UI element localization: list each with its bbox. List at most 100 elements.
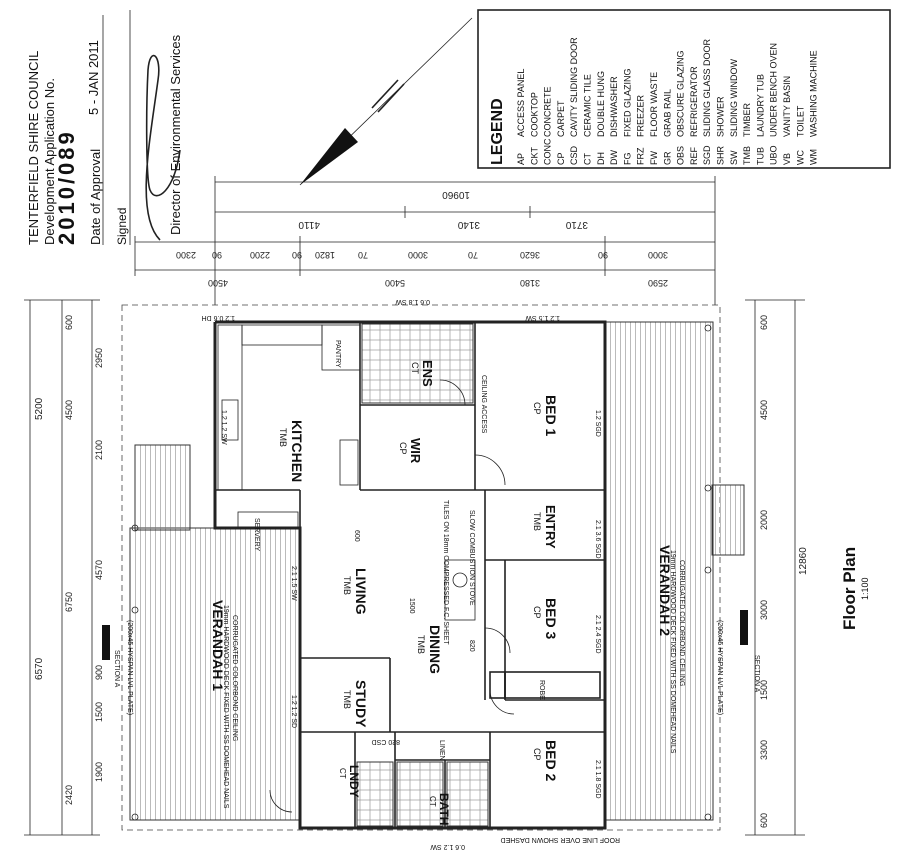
section-a-left: SECTION A bbox=[113, 650, 120, 688]
dim-left-9: 6750 bbox=[64, 592, 74, 612]
dim-left-12: 1500 bbox=[94, 702, 104, 722]
top-dimensions: 10960 4110 3140 3710 2300 90 2200 90 182… bbox=[134, 176, 716, 305]
legend-description: CERAMIC TILE bbox=[583, 74, 593, 137]
dim-r2-10: 3000 bbox=[648, 250, 668, 260]
room-bed-3: BED 3 bbox=[543, 598, 559, 639]
dim-left-8: 4570 bbox=[94, 560, 104, 580]
legend-description: SLIDING WINDOW bbox=[729, 58, 739, 137]
legend-code: CONC bbox=[543, 138, 553, 165]
room-ens: ENS bbox=[420, 360, 435, 387]
application-number: 2010/089 bbox=[54, 129, 79, 245]
legend-code: CP bbox=[556, 152, 566, 165]
robe-label: ROBE bbox=[538, 680, 545, 700]
svg-text:CP: CP bbox=[532, 402, 542, 415]
svg-text:2.1 1.5 SW: 2.1 1.5 SW bbox=[290, 566, 297, 601]
svg-text:CT: CT bbox=[338, 768, 347, 779]
verandah-2-ceiling-note: CORRUGATED COLORBOND CEILING bbox=[678, 560, 685, 686]
dim-left-11: 900 bbox=[94, 665, 104, 680]
svg-text:2.1 1.8 SGD: 2.1 1.8 SGD bbox=[594, 760, 601, 799]
svg-text:TMB: TMB bbox=[342, 690, 352, 709]
laundry-floor bbox=[356, 761, 394, 827]
legend-code: TUB bbox=[755, 147, 765, 165]
dim-right-1: 4500 bbox=[759, 400, 769, 420]
legend-description: CONCRETE bbox=[543, 86, 553, 137]
dim-right-4: 3000 bbox=[759, 600, 769, 620]
verandah-1 bbox=[129, 527, 301, 821]
kitchen-benches bbox=[217, 324, 361, 529]
room-bath: BATH bbox=[437, 793, 451, 825]
legend-code: CT bbox=[583, 153, 593, 165]
plan-scale: 1:100 bbox=[860, 577, 870, 600]
svg-text:820 CSD: 820 CSD bbox=[372, 738, 400, 745]
legend-code: WM bbox=[809, 149, 819, 165]
legend-box bbox=[477, 9, 891, 169]
legend-description: CARPET bbox=[556, 100, 566, 137]
legend-code: SGD bbox=[702, 145, 712, 165]
dim-r2-6: 3000 bbox=[408, 250, 428, 260]
room-wir: WIR bbox=[408, 438, 423, 464]
svg-text:2.1 3.6 SGD: 2.1 3.6 SGD bbox=[594, 520, 601, 559]
council-name: TENTERFIELD SHIRE COUNCIL bbox=[26, 51, 41, 245]
dim-r2-4: 1820 bbox=[315, 250, 335, 260]
dim-left-total: 6570 bbox=[34, 657, 45, 680]
legend-code: VB bbox=[782, 153, 792, 165]
dim-r3-3: 2590 bbox=[648, 278, 668, 288]
legend-code: OBS bbox=[676, 146, 686, 165]
legend-description: SHOWER bbox=[716, 96, 726, 137]
dim-r2-3: 90 bbox=[292, 250, 302, 260]
ceiling-access-label: CEILING ACCESS bbox=[480, 375, 487, 434]
svg-text:820: 820 bbox=[468, 640, 475, 652]
dim-right-2: 2000 bbox=[759, 510, 769, 530]
legend-code: CKT bbox=[529, 146, 539, 165]
room-bed-1: BED 1 bbox=[543, 395, 559, 436]
director-title: Director of Environmental Services bbox=[168, 34, 183, 235]
legend-code: SW bbox=[729, 150, 739, 165]
legend-code: REF bbox=[689, 146, 699, 165]
svg-text:CP: CP bbox=[532, 748, 542, 761]
dim-top-part-2: 3140 bbox=[457, 219, 480, 230]
svg-text:1.2 SGD: 1.2 SGD bbox=[594, 410, 601, 437]
room-living: LIVING bbox=[353, 568, 369, 615]
section-a-marker-left bbox=[102, 625, 110, 660]
dim-left-mid: 5200 bbox=[34, 397, 45, 420]
legend-description: FLOOR WASTE bbox=[649, 72, 659, 137]
verandah-1-ceiling-note: CORRUGATED COLORBOND CEILING bbox=[231, 615, 238, 741]
dim-top-part-3: 3710 bbox=[565, 219, 588, 230]
legend-code: AP bbox=[516, 153, 526, 165]
legend-description: COOKTOP bbox=[529, 92, 539, 137]
svg-text:600: 600 bbox=[353, 530, 360, 542]
svg-text:CT: CT bbox=[410, 362, 420, 374]
room-entry: ENTRY bbox=[543, 505, 558, 549]
dim-left-6: 2100 bbox=[94, 440, 104, 460]
dim-r3-0: 4500 bbox=[208, 278, 228, 288]
legend-description: OBSCURE GLAZING bbox=[676, 50, 686, 137]
legend-code: FW bbox=[649, 151, 659, 165]
window-labels: 1.2 0.6 DH 0.6 1.8 SW 1.2 1.5 SW 1.2 SGD… bbox=[202, 298, 601, 850]
verandah-2-steps bbox=[711, 484, 745, 556]
legend-description: FREEZER bbox=[636, 94, 646, 137]
svg-text:2.1 2.4 SGD: 2.1 2.4 SGD bbox=[594, 615, 601, 654]
dim-right-5: 1500 bbox=[759, 680, 769, 700]
legend-code: GR bbox=[662, 151, 672, 165]
svg-text:CT: CT bbox=[428, 796, 437, 807]
dim-top-total: 10960 bbox=[442, 189, 470, 200]
verandah-2-deck-note: 19mm HARDWOOD DECK FIXED WITH SS DOMEHEA… bbox=[669, 550, 676, 754]
post-markers bbox=[131, 324, 712, 821]
servery-label: SERVERY bbox=[253, 518, 260, 552]
svg-text:CP: CP bbox=[532, 606, 542, 619]
legend-description: LAUNDRY TUB bbox=[755, 74, 765, 137]
application-label: Development Application No. bbox=[42, 78, 57, 245]
svg-text:TMB: TMB bbox=[532, 512, 542, 531]
legend-title: LEGEND bbox=[489, 98, 506, 165]
legend-code: UBO bbox=[769, 145, 779, 165]
stove-hearth bbox=[444, 559, 476, 621]
approval-stamp: TENTERFIELD SHIRE COUNCIL Development Ap… bbox=[26, 10, 183, 245]
dim-right-total: 12860 bbox=[798, 547, 809, 575]
room-kitchen: KITCHEN bbox=[289, 420, 305, 482]
svg-text:0.6 1.2 SW: 0.6 1.2 SW bbox=[430, 843, 465, 850]
svg-text:1500: 1500 bbox=[408, 598, 415, 614]
legend-description: CAVITY SLIDING DOOR bbox=[569, 37, 579, 137]
svg-text:1.2 0.6 DH: 1.2 0.6 DH bbox=[202, 314, 235, 321]
